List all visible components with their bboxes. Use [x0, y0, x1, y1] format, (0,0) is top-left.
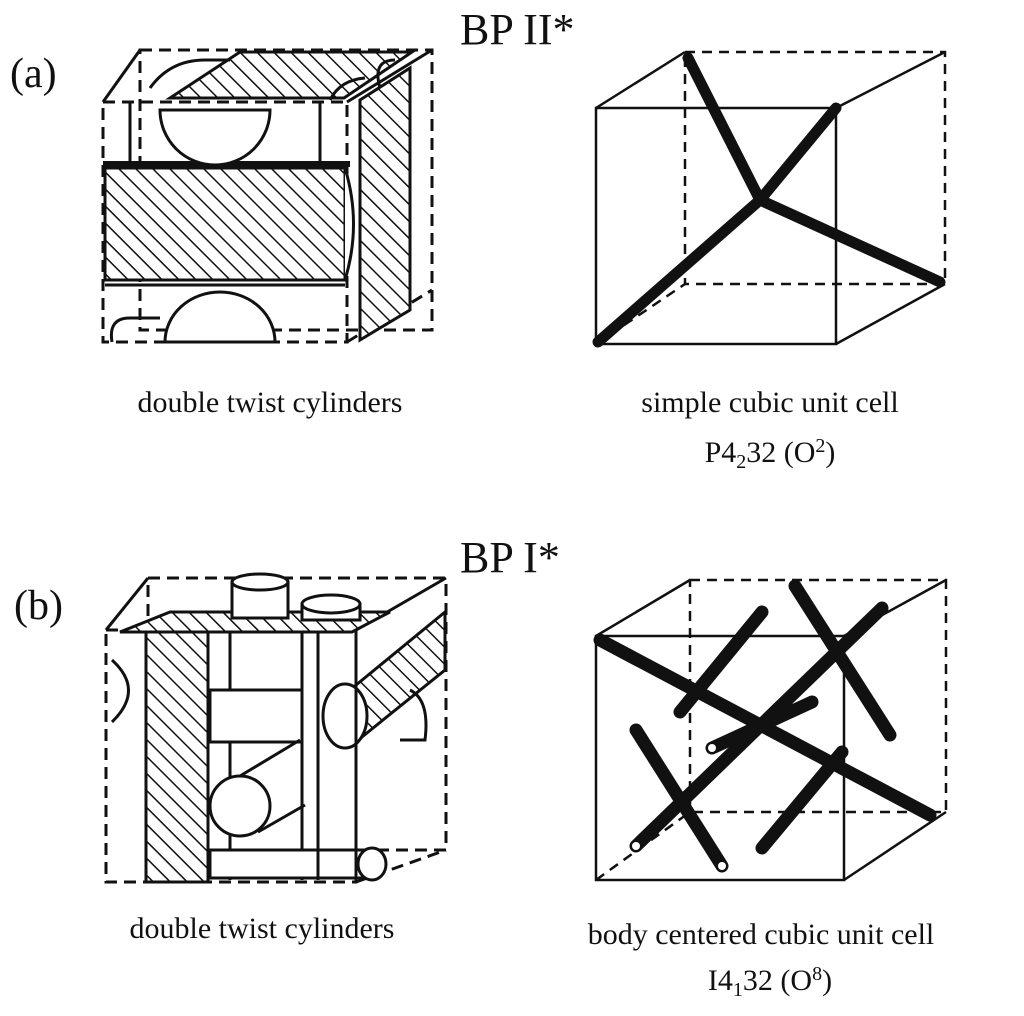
bp2-formula-end: )	[825, 436, 836, 469]
bp2-formula-sub: 2	[736, 451, 747, 473]
bp2-formula-mid: 32 (O	[746, 436, 816, 469]
bp1-space-group: I4132 (O8)	[560, 963, 980, 1001]
bp1-right-caption: body centered cubic unit cell	[587, 918, 935, 951]
bp1-formula-end: )	[822, 964, 833, 997]
bp2-cylinder-cube	[101, 48, 434, 344]
bp2-title: BP II*	[460, 5, 575, 54]
bp1-title: BP I*	[460, 533, 560, 582]
bp1-cylinder-cube	[104, 572, 448, 884]
bp1-formula-mid: 32 (O	[742, 964, 813, 997]
bp2-formula-sup: 2	[815, 435, 826, 457]
bp1-formula-sub: 1	[732, 979, 743, 1001]
bp1-formula-base: I4	[707, 964, 733, 997]
bp2-formula-base: P4	[704, 436, 737, 469]
bp2-simple-cubic-cell	[592, 50, 947, 348]
bp1-formula-sup: 8	[812, 963, 823, 985]
bp2-space-group: P4232 (O2)	[560, 435, 980, 473]
bp1-bcc-cell	[593, 578, 948, 882]
panel-a-label: (a)	[10, 51, 57, 97]
bp1-left-caption: double twist cylinders	[129, 912, 395, 945]
bp2-right-caption: simple cubic unit cell	[641, 386, 899, 419]
bp2-left-caption: double twist cylinders	[137, 386, 403, 419]
panel-b-label: (b)	[14, 583, 63, 629]
